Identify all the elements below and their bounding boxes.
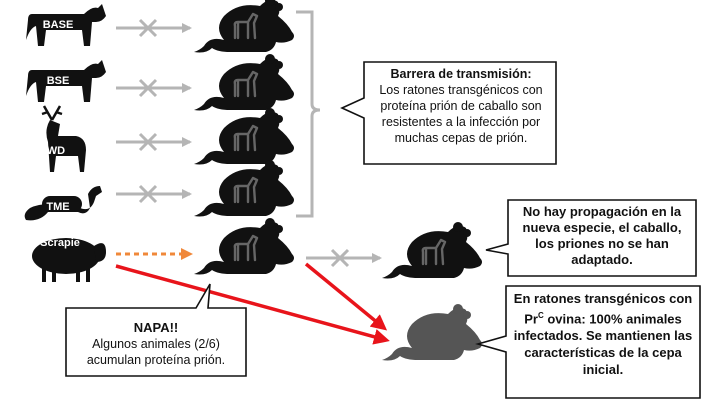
deer-cwd-icon: CWD xyxy=(39,105,86,172)
sheep-scrapie-icon: Scrapie xyxy=(32,237,106,282)
blocked-arrow-base xyxy=(116,18,192,38)
tg-horse-mouse-4 xyxy=(194,160,294,217)
tg-ovine-mouse xyxy=(382,304,482,361)
ovine-text-prefix: En ratones transgénicos con Pr xyxy=(513,291,693,327)
tg-horse-mouse-second-passage xyxy=(382,222,482,279)
ovine-callout: En ratones transgénicos con PrC ovina: 1… xyxy=(510,290,696,378)
source-label-base: BASE xyxy=(43,19,74,31)
barrier-title: Barrera de transmisión: xyxy=(390,67,532,81)
blocked-arrow-bse xyxy=(116,78,192,98)
tg-horse-mouse-3 xyxy=(194,108,294,165)
source-label-cwd: CWD xyxy=(39,145,65,157)
source-label-bse: BSE xyxy=(47,75,70,87)
no-propagation-callout: No hay propagación en la nueva especie, … xyxy=(512,204,692,268)
blocked-arrow-tme xyxy=(116,184,192,204)
red-arrow-from-mouse xyxy=(304,262,388,331)
callout-ovine-box xyxy=(475,285,701,399)
tg-horse-mouse-2 xyxy=(194,54,294,111)
barrier-callout: Barrera de transmisión: Los ratones tran… xyxy=(368,66,554,146)
ovine-text-sup: C xyxy=(537,311,544,320)
barrier-text: Los ratones transgénicos con proteína pr… xyxy=(379,83,543,145)
callout-barrier-box xyxy=(340,61,557,165)
ovine-text-suffix: ovina: 100% animales infectados. Se mant… xyxy=(513,311,693,378)
red-arrow-direct xyxy=(115,264,390,345)
callout-napa-box xyxy=(65,283,247,377)
callout-no-propagation-box xyxy=(485,199,697,277)
tg-horse-mouse-1 xyxy=(194,0,294,53)
blocked-arrow-second-passage xyxy=(306,248,382,268)
source-label-tme: TME xyxy=(46,201,69,213)
napa-text: Algunos animales (2/6) acumulan proteína… xyxy=(86,337,226,367)
cow-base-icon: BASE xyxy=(26,4,106,46)
mink-tme-icon: TME xyxy=(24,186,102,221)
cow-bse-icon: BSE xyxy=(26,60,106,102)
napa-callout: NAPA!! Algunos animales (2/6) acumulan p… xyxy=(70,320,242,368)
no-propagation-text: No hay propagación en la nueva especie, … xyxy=(522,204,682,267)
tg-horse-mouse-5 xyxy=(194,218,294,275)
napa-title: NAPA!! xyxy=(133,320,179,335)
group-bracket xyxy=(296,10,321,218)
blocked-arrow-cwd xyxy=(116,132,192,152)
source-label-scrapie: Scrapie xyxy=(40,237,80,249)
